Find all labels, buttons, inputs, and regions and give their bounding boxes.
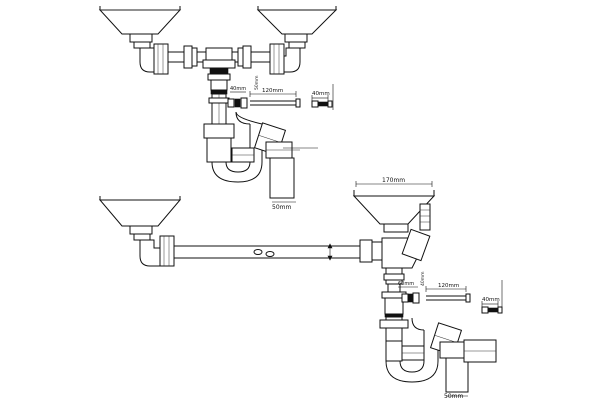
top-dim-height: 50mm: [254, 76, 260, 91]
top-overflow-fitting: 120mm 40mm 50mm: [227, 76, 301, 109]
bottom-dim-nut-width: 60mm: [398, 281, 414, 287]
top-right-elbow: [269, 33, 308, 75]
bottom-right-sink-bowl: 170mm: [352, 177, 436, 231]
bottom-connector-pipe: [174, 243, 360, 261]
top-dim-pipe-length: 120mm: [262, 88, 283, 94]
top-dim-nut-width: 40mm: [230, 86, 246, 92]
top-left-sink-bowl: [98, 6, 182, 35]
bottom-left-sink-bowl: [98, 196, 182, 227]
top-down-pipe: [207, 73, 231, 125]
bottom-overflow-fitting: 120mm 60mm 40mm: [398, 272, 471, 304]
top-dim-outlet-width: 40mm: [312, 91, 330, 97]
top-right-sink-bowl: [256, 6, 338, 35]
bottom-dim-outlet-width: 40mm: [482, 297, 500, 303]
bottom-junction: [359, 223, 431, 293]
bottom-dim-pipe-length: 120mm: [438, 283, 459, 289]
bottom-left-elbow: [129, 225, 175, 267]
bottom-assembly: 170mm: [98, 177, 503, 400]
top-assembly: 120mm 40mm 50mm 40mm: [98, 6, 338, 211]
bottom-dim-height: 40mm: [420, 272, 426, 287]
bottom-dim-trap-outlet: 50mm: [444, 393, 463, 400]
top-u-trap: 50mm: [203, 111, 318, 211]
top-connector-pipes: [168, 45, 270, 75]
bottom-dim-bowl-width: 170mm: [382, 177, 405, 184]
bottom-u-trap: 50mm: [385, 317, 497, 400]
top-dim-trap-outlet: 50mm: [272, 204, 291, 211]
top-left-elbow: [129, 33, 169, 75]
bottom-down-pipe: [379, 291, 409, 362]
bottom-bolt: 40mm: [481, 280, 503, 314]
top-bolt: 40mm: [311, 84, 334, 110]
